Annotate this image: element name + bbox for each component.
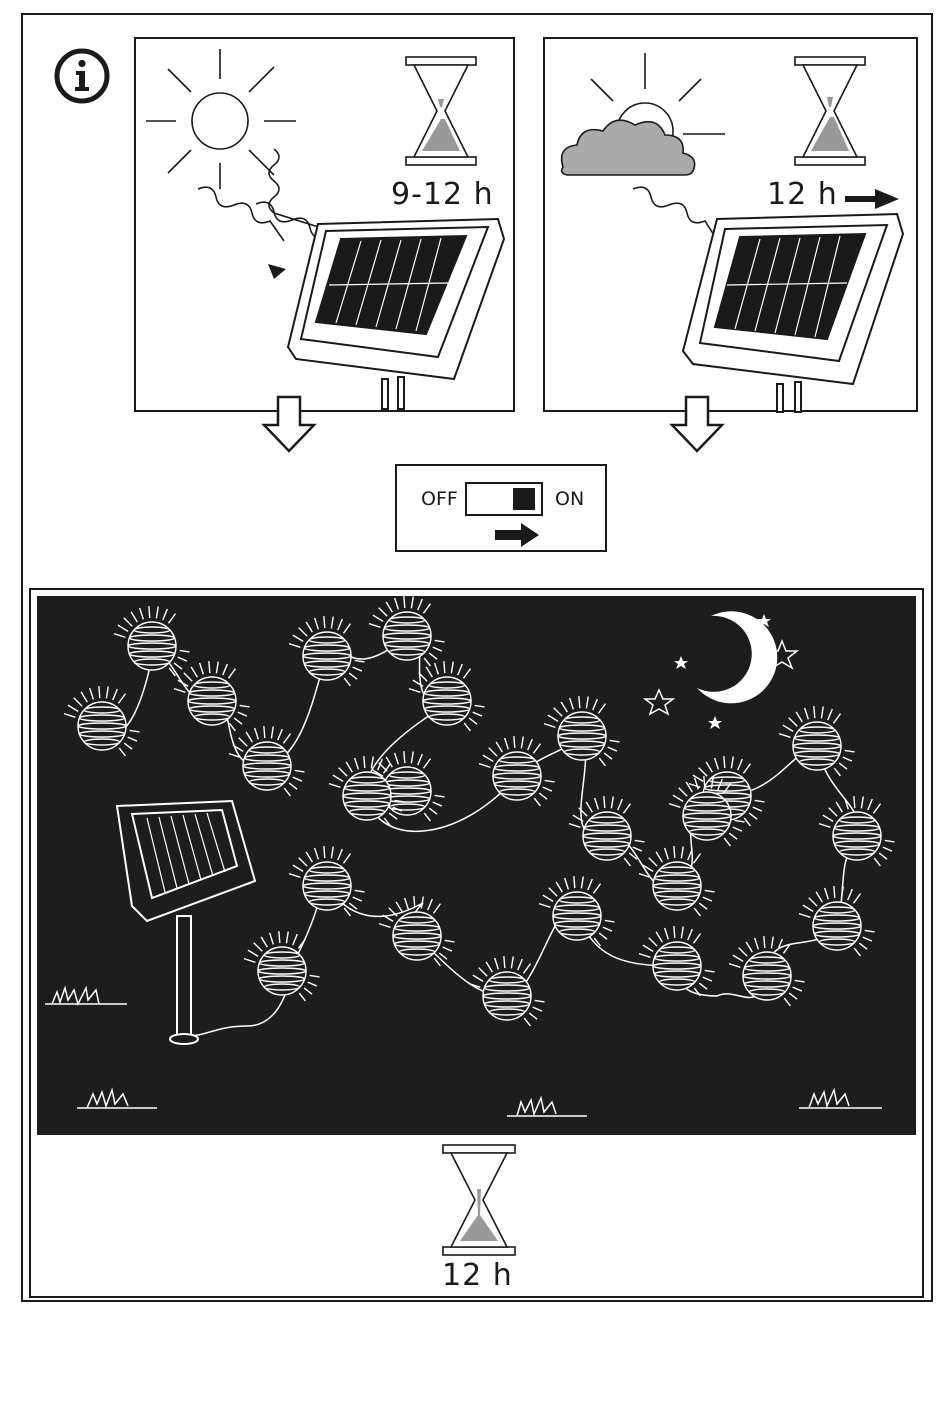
solar-panel-icon [683,214,903,412]
lantern-icon [479,736,555,806]
charge-time-label: 9-12 h [391,177,494,212]
lantern-icon [289,616,365,686]
runtime-label: 12 h [442,1258,513,1293]
solar-panel-icon [288,219,504,409]
switch-knob [513,488,535,510]
arrow-right-icon [845,189,899,209]
lantern-icon [639,926,715,996]
night-scene [37,596,916,1135]
crescent-moon-icon [697,611,777,703]
lantern-icon [639,846,715,916]
lantern-icon [469,956,545,1026]
lantern-icon [289,846,365,916]
charge-time-label: 12 h [767,177,838,212]
cloudy-charging-panel: 12 h [543,37,918,412]
grass-icon [45,988,882,1116]
lantern-icon [229,726,305,796]
switch-on-label: ON [555,488,584,510]
sun-icon [146,49,296,189]
lantern-icon [779,706,855,776]
power-switch[interactable] [465,482,543,516]
lantern-icon [369,596,445,666]
arrow-down-icon [668,395,728,455]
lantern-icon [174,661,250,731]
power-switch-panel: OFF ON [395,464,607,552]
lantern-icon [114,606,190,676]
info-icon [52,46,112,106]
lantern-icon [244,931,320,1001]
lantern-icon [819,796,895,866]
hourglass-icon [440,1143,520,1261]
switch-off-label: OFF [421,488,458,510]
sunny-charging-panel: 9-12 h [134,37,515,412]
hourglass-icon [406,57,476,165]
cloud-sun-icon [562,53,725,175]
lantern-icon [544,696,620,766]
arrow-right-icon [493,522,543,548]
solar-panel-icon [117,801,255,1044]
hourglass-icon [795,57,865,165]
lantern-icon [799,886,875,956]
lantern-icon [64,686,140,756]
arrow-down-icon [260,395,320,455]
